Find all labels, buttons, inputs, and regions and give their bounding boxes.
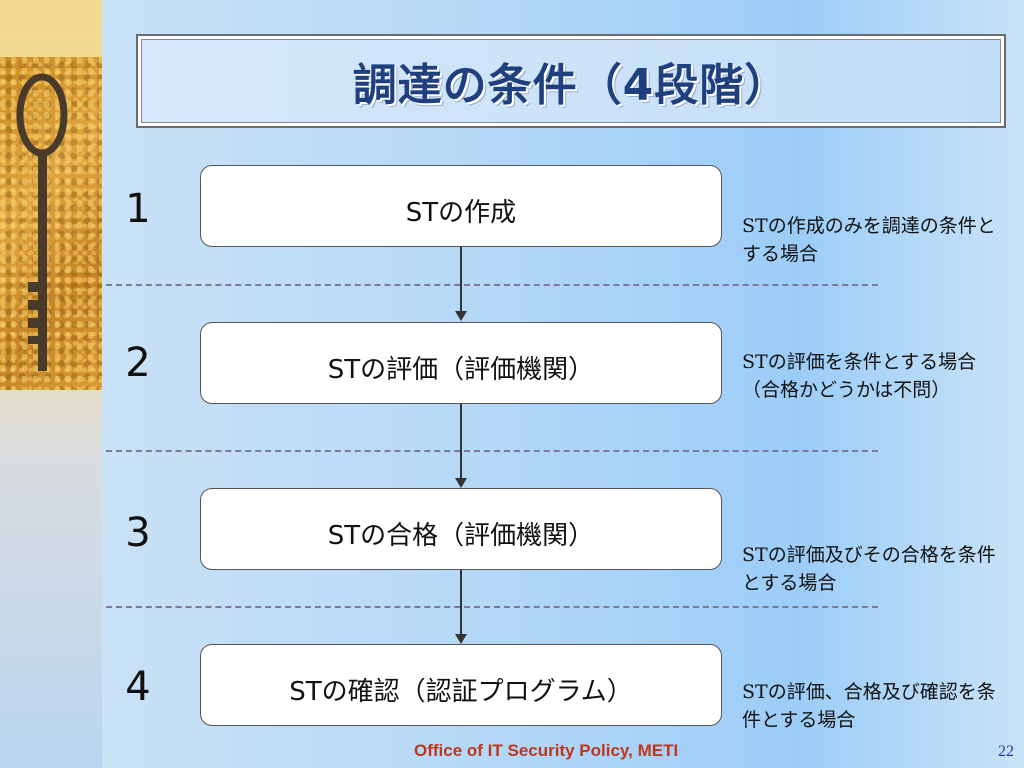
step-label-1: STの作成 [405,198,517,228]
step-number-4: 4 [125,664,151,710]
arrow-head-1-2 [455,311,467,321]
step-note-4: STの評価、合格及び確認を条件とする場合 [742,681,996,731]
arrow-2-3 [460,404,462,478]
arrow-3-4 [460,570,462,634]
arrow-head-3-4 [455,634,467,644]
title-box: 調達の条件（4段階） [136,34,1006,128]
step-note-2: STの評価を条件とする場合（合格かどうかは不問） [742,351,977,401]
divider-3 [106,606,878,608]
step-label-2: STの評価（評価機関） [327,355,595,385]
arrow-1-2 [460,247,462,311]
arrow-head-2-3 [455,478,467,488]
divider-1 [106,284,878,286]
step-box-4: STの確認（認証プログラム） [200,644,722,726]
page-number: 22 [998,743,1014,760]
step-box-2: STの評価（評価機関） [200,322,722,404]
step-note-1: STの作成のみを調達の条件とする場合 [742,215,996,265]
step-label-3: STの合格（評価機関） [327,521,595,551]
step-box-1: STの作成 [200,165,722,247]
step-note-3: STの評価及びその合格を条件とする場合 [742,544,996,594]
step-number-3: 3 [125,510,151,556]
key-photo [0,57,102,390]
footer-credit: Office of IT Security Policy, METI [414,741,679,760]
step-box-3: STの合格（評価機関） [200,488,722,570]
step-number-1: 1 [125,186,151,232]
step-number-2: 2 [125,340,151,386]
page-title: 調達の条件（4段階） [352,60,790,111]
step-label-4: STの確認（認証プログラム） [289,677,633,707]
divider-2 [106,450,878,452]
